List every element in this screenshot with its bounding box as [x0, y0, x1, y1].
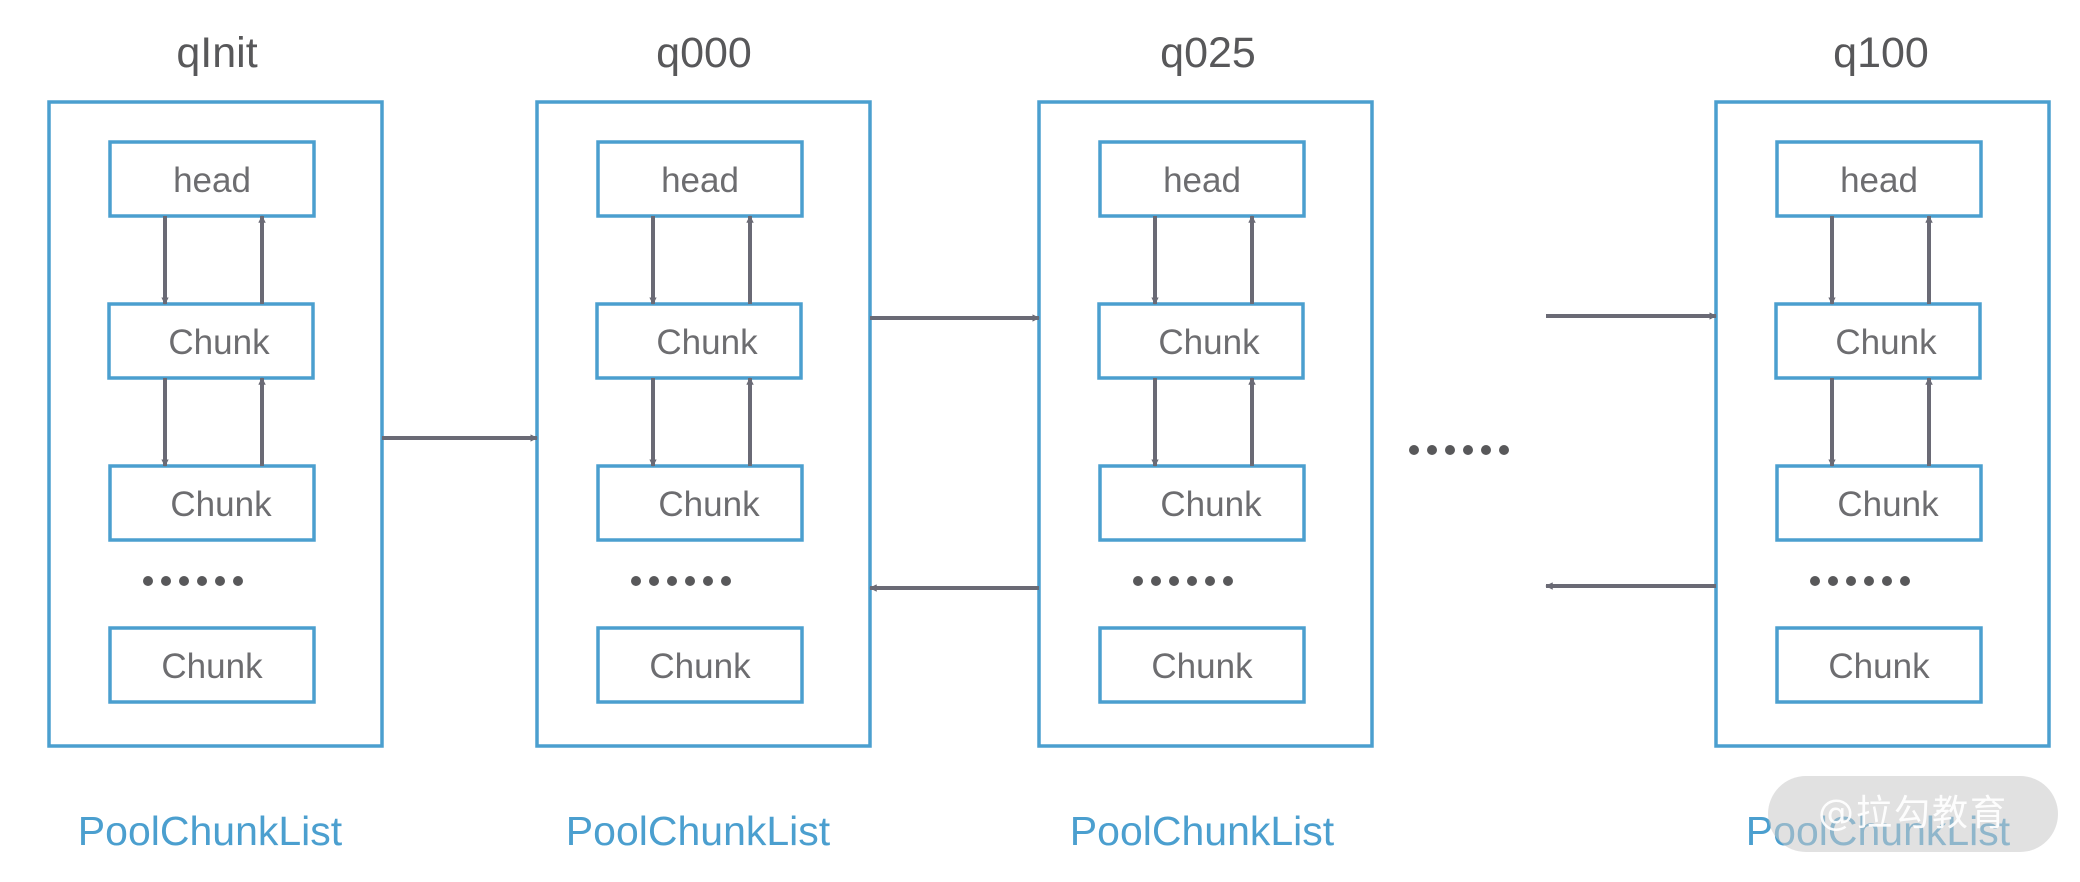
- node-head: head: [108, 140, 316, 218]
- node-box: [108, 140, 316, 218]
- node-box: [1775, 464, 1983, 542]
- node-chunk: Chunk: [1775, 464, 1983, 542]
- node-label: head: [173, 161, 251, 200]
- list-q000: q000 head Chunk Chunk Chunk: [535, 29, 872, 854]
- node-label: Chunk: [658, 485, 760, 524]
- node-box: [1775, 626, 1983, 704]
- node-label: Chunk: [1837, 485, 1939, 524]
- node-box: [1775, 140, 1983, 218]
- list-title: qInit: [176, 29, 257, 77]
- node-head: head: [596, 140, 804, 218]
- node-label: Chunk: [1828, 647, 1930, 686]
- node-box: [1774, 302, 1982, 380]
- node-box: [596, 626, 804, 704]
- node-chunk: Chunk: [596, 626, 804, 704]
- node-box: [1097, 302, 1305, 380]
- node-chunk: Chunk: [1774, 302, 1982, 380]
- node-label: Chunk: [649, 647, 751, 686]
- node-box: [1098, 140, 1306, 218]
- node-chunk: Chunk: [107, 302, 315, 380]
- node-label: Chunk: [168, 323, 270, 362]
- list-footer: PoolChunkList: [78, 808, 343, 854]
- node-label: head: [1840, 161, 1918, 200]
- node-chunk: Chunk: [1097, 302, 1305, 380]
- list-q025: q025 head Chunk Chunk Chunk: [1037, 29, 1374, 854]
- node-label: head: [1163, 161, 1241, 200]
- node-label: Chunk: [170, 485, 272, 524]
- node-head: head: [1098, 140, 1306, 218]
- list-title: q000: [656, 29, 752, 77]
- node-box: [596, 140, 804, 218]
- node-chunk: Chunk: [595, 302, 803, 380]
- list-frame: [535, 100, 872, 748]
- list-title: q025: [1160, 29, 1256, 77]
- node-head: head: [1775, 140, 1983, 218]
- node-label: Chunk: [656, 323, 758, 362]
- gap-ellipsis: [1409, 445, 1509, 455]
- list-frame: [1037, 100, 1374, 748]
- node-chunk: Chunk: [108, 626, 316, 704]
- node-box: [1098, 626, 1306, 704]
- ellipsis-dots: [1810, 576, 1910, 586]
- node-box: [108, 626, 316, 704]
- node-chunk: Chunk: [108, 464, 316, 542]
- list-q100: q100 head Chunk Chunk Chunk: [1714, 29, 2051, 854]
- node-label: Chunk: [1151, 647, 1253, 686]
- node-chunk: Chunk: [1098, 626, 1306, 704]
- node-chunk: Chunk: [1775, 626, 1983, 704]
- list-qinit: qInit head Chunk Chunk Chunk: [47, 29, 384, 854]
- node-label: head: [661, 161, 739, 200]
- node-box: [1098, 464, 1306, 542]
- watermark-badge: @拉勾教育: [1768, 776, 2058, 852]
- list-title: q100: [1833, 29, 1929, 77]
- node-label: Chunk: [1160, 485, 1262, 524]
- ellipsis-dots: [1133, 576, 1233, 586]
- list-footer: PoolChunkList: [1070, 808, 1335, 854]
- node-box: [595, 302, 803, 380]
- node-box: [107, 302, 315, 380]
- node-chunk: Chunk: [1098, 464, 1306, 542]
- node-label: Chunk: [1835, 323, 1937, 362]
- node-box: [596, 464, 804, 542]
- node-label: Chunk: [161, 647, 263, 686]
- list-frame: [1714, 100, 2051, 748]
- node-box: [108, 464, 316, 542]
- node-chunk: Chunk: [596, 464, 804, 542]
- list-footer: PoolChunkList: [566, 808, 831, 854]
- node-label: Chunk: [1158, 323, 1260, 362]
- list-frame: [47, 100, 384, 748]
- ellipsis-dots: [631, 576, 731, 586]
- ellipsis-dots: [143, 576, 243, 586]
